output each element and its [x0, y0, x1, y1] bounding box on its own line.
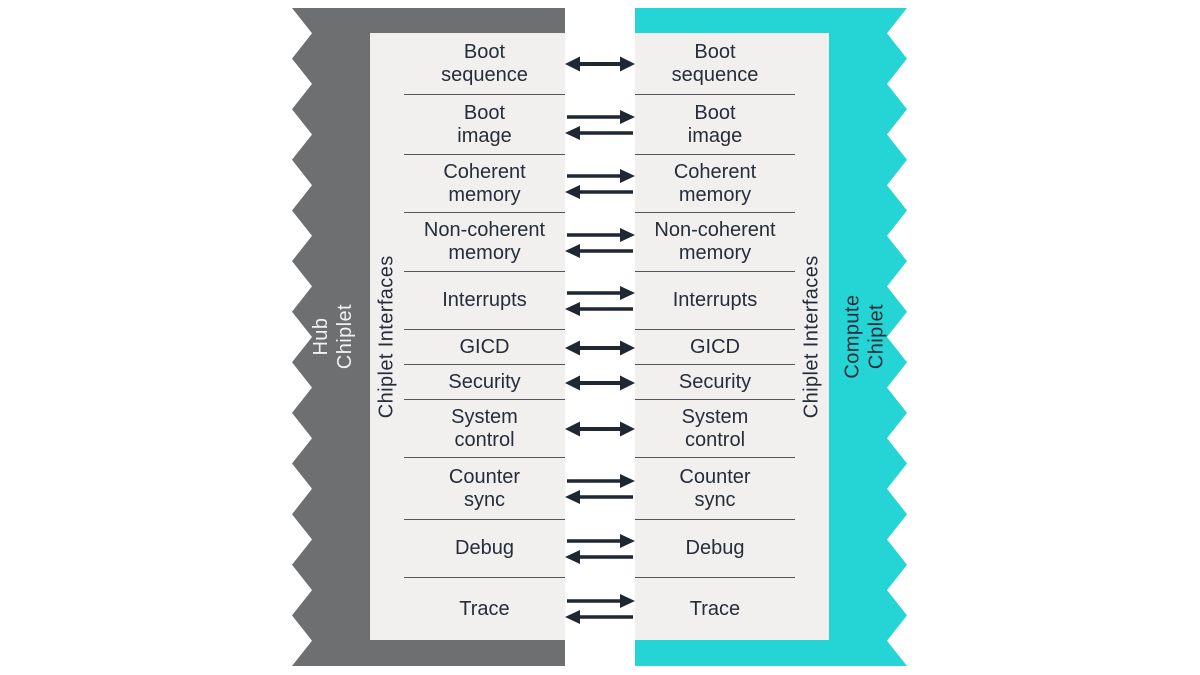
hub-interfaces-title-text: Chiplet Interfaces — [375, 255, 398, 418]
interface-row-compute: Debug — [635, 520, 795, 578]
bidirectional-arrow-icon — [565, 33, 635, 95]
interface-row-compute: Trace — [689, 597, 741, 620]
bidirectional-arrow-icon — [565, 365, 635, 400]
arrow-pair-icon — [565, 272, 635, 330]
bidirectional-arrow-icon — [565, 400, 635, 458]
arrow-pair-icon — [565, 155, 635, 213]
hub-interfaces-title: Chiplet Interfaces — [370, 33, 404, 640]
interface-row-compute: Security — [635, 365, 795, 400]
arrow-pair-icon — [565, 95, 635, 155]
interface-row-hub: Security — [404, 365, 565, 400]
interface-row-hub: Debug — [404, 520, 565, 578]
hub-interfaces-panel — [370, 33, 565, 640]
compute-interfaces-title: Chiplet Interfaces — [795, 33, 829, 640]
arrow-pair-icon — [565, 578, 635, 640]
compute-interfaces-title-text: Chiplet Interfaces — [800, 255, 823, 418]
compute-interfaces-panel — [635, 33, 829, 640]
arrow-pair-icon — [565, 458, 635, 520]
interface-row-hub: Trace — [459, 597, 510, 620]
arrow-pair-icon — [565, 213, 635, 272]
interface-row-compute: Interrupts — [635, 272, 795, 330]
interface-row-hub: GICD — [404, 330, 565, 365]
bidirectional-arrow-icon — [565, 330, 635, 365]
panels-grid: Chiplet Interfaces Chiplet Interfaces Bo… — [370, 33, 829, 640]
interface-row-hub: Interrupts — [404, 272, 565, 330]
interface-row-compute: GICD — [635, 330, 795, 365]
arrow-pair-icon — [565, 520, 635, 578]
